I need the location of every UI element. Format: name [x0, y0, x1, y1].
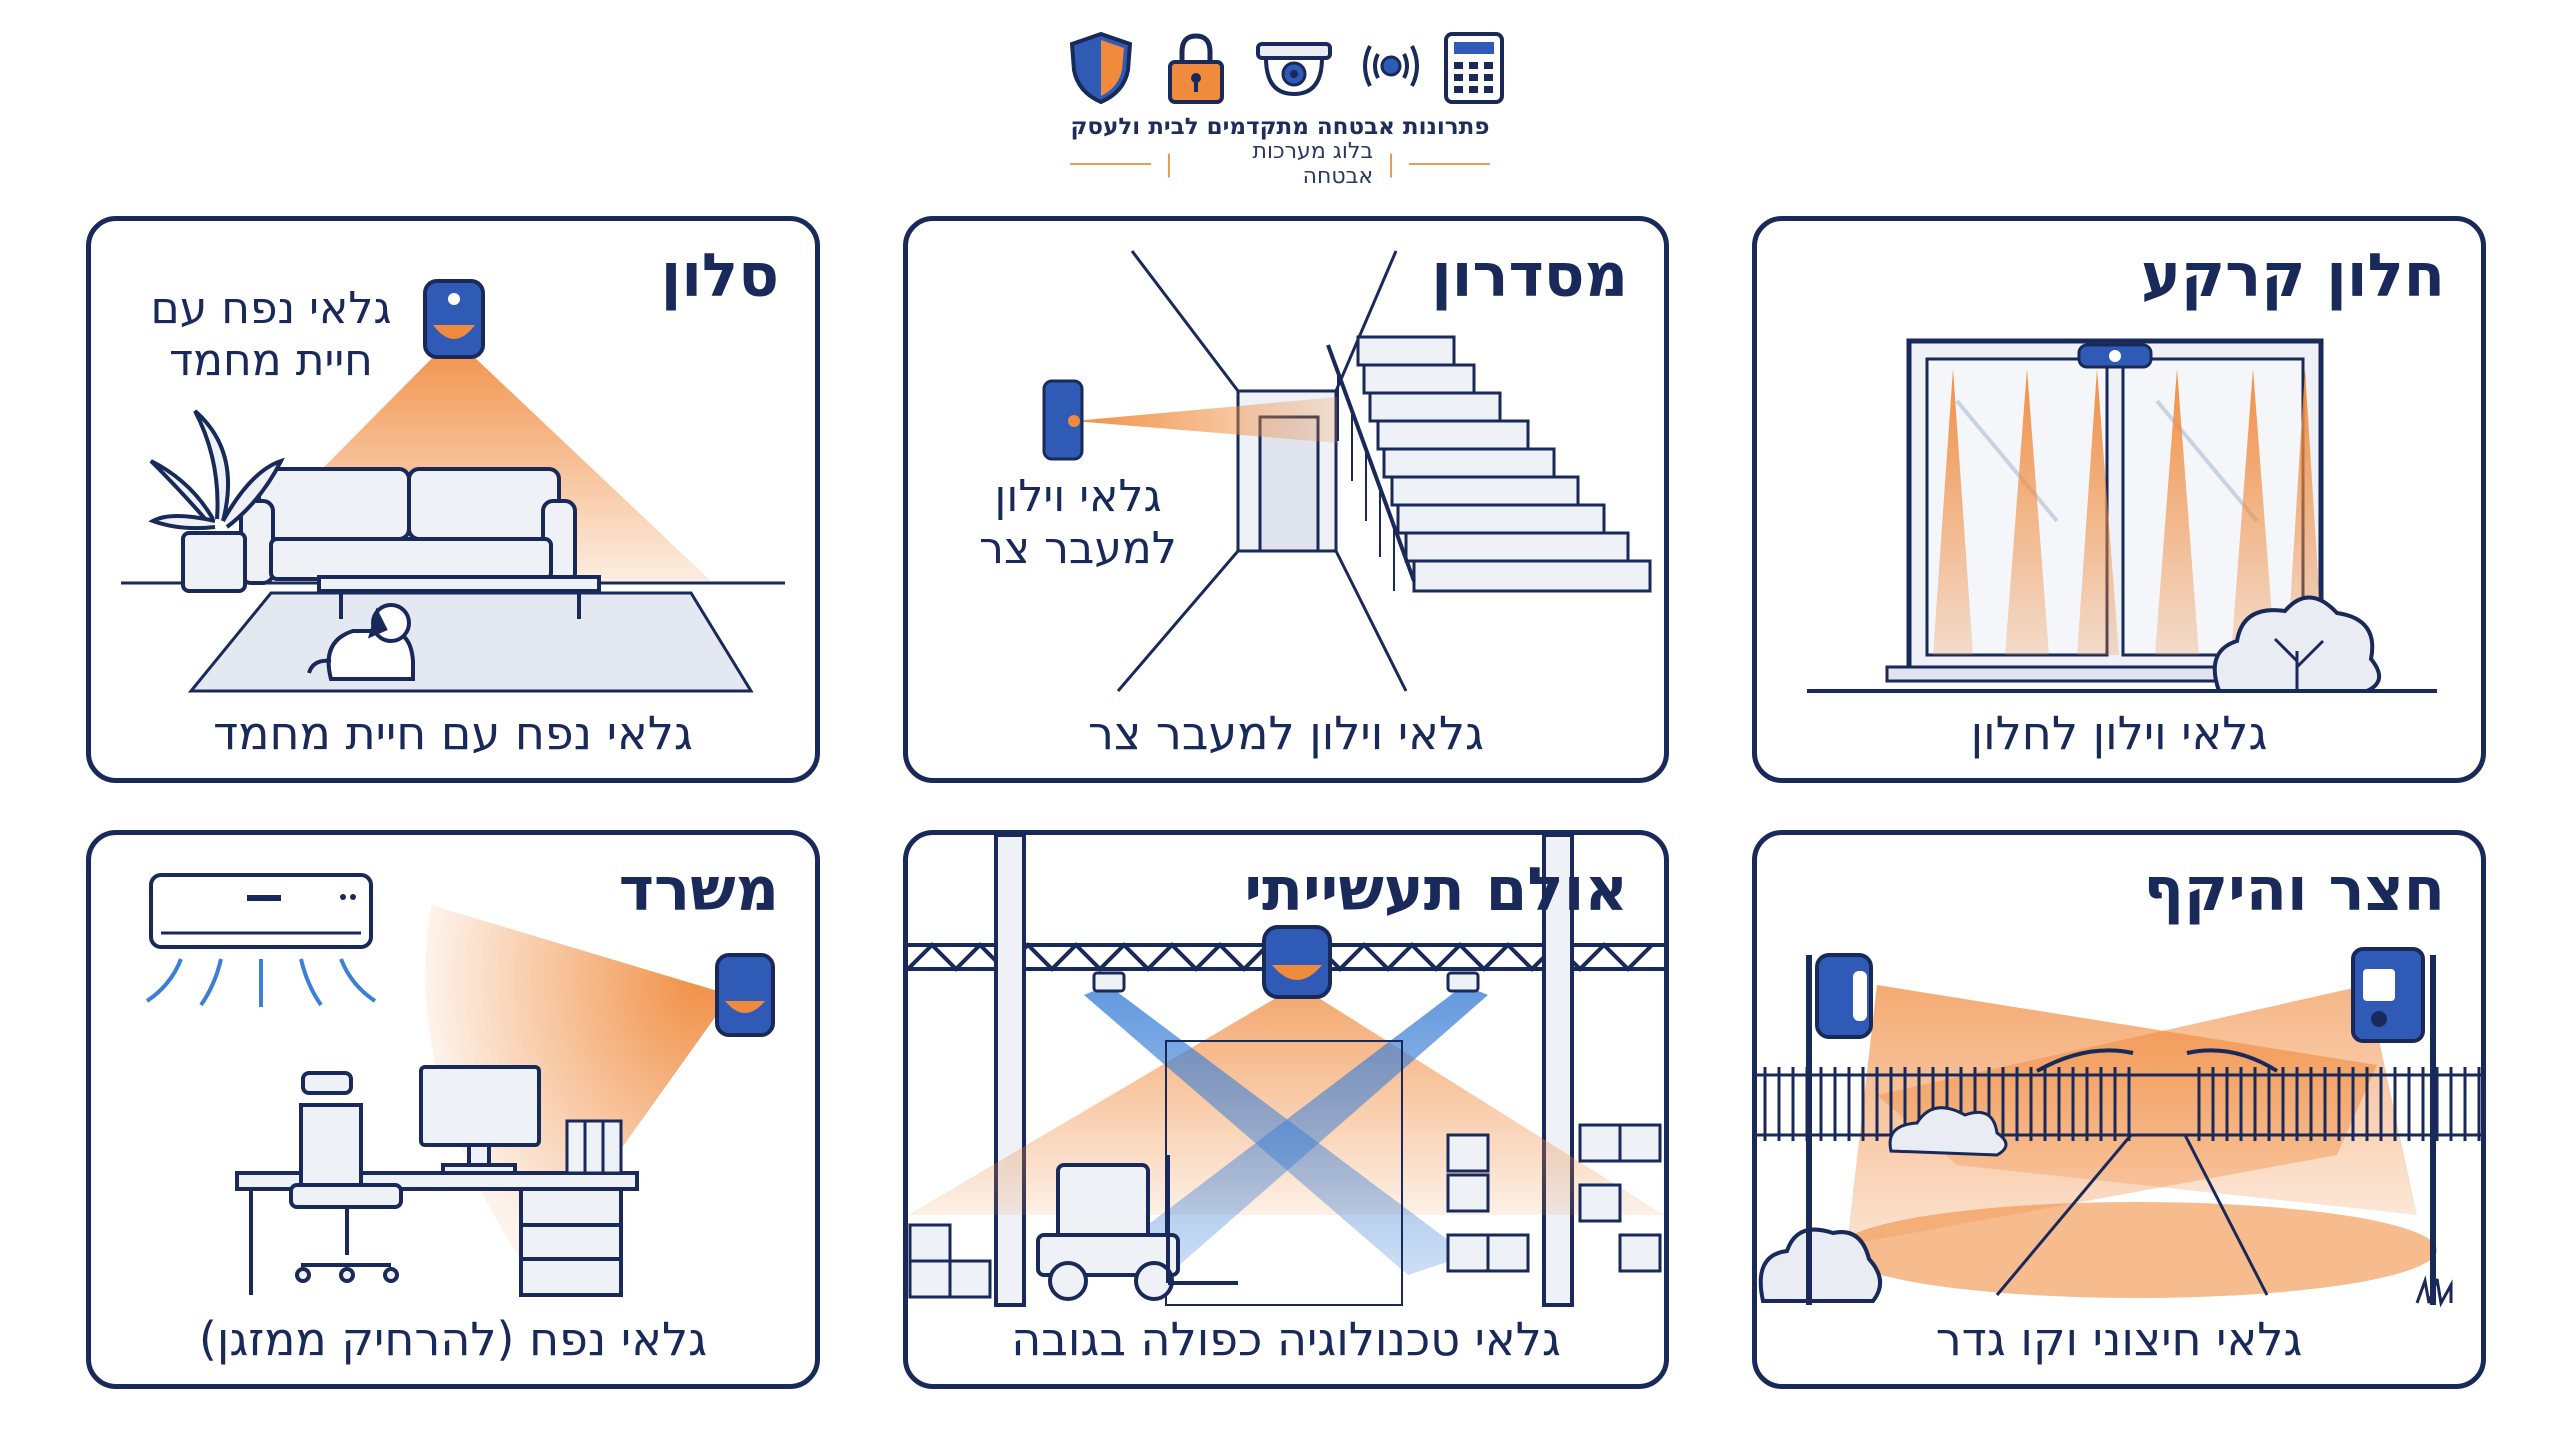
cross-beam-right [1108, 985, 1488, 1275]
office-illustration [145, 873, 775, 1297]
ground-detection-area [1837, 1202, 2437, 1298]
header: פתרונות אבטחה מתקדמים לבית ולעסק | בלוג … [0, 22, 2560, 189]
padlock-icon [1168, 33, 1224, 104]
office-chair-icon [289, 1071, 403, 1283]
air-conditioner-icon [149, 873, 373, 949]
outdoor-beam-right [1877, 985, 2417, 1215]
gate-right [2186, 1048, 2279, 1073]
panel-caption: גלאי נפח עם חיית מחמד [213, 706, 693, 760]
shelving [1446, 1123, 1662, 1273]
steel-column [1542, 835, 1574, 1307]
living-room-illustration [121, 279, 785, 693]
rug [187, 591, 754, 693]
panel-title: משרד [618, 855, 779, 925]
panel-title: חלון קרקע [2140, 241, 2445, 311]
coffee-table [317, 575, 601, 619]
ceiling-detector-icon [1262, 925, 1332, 999]
monitor-icon [419, 1065, 541, 1175]
camera-right-icon [1446, 971, 1480, 993]
curtain-detector-icon [2077, 343, 2153, 369]
header-subtitle: בלוג מערכות אבטחה [1252, 139, 1374, 189]
grass-icon [2415, 1275, 2453, 1308]
plant-icon [148, 409, 285, 593]
dome-camera-icon [1256, 42, 1332, 97]
divider-bar: | [1387, 150, 1396, 178]
divider [1409, 163, 1490, 165]
curtain-beams [1933, 369, 2323, 655]
staircase-icon [1356, 335, 1652, 593]
shrub-icon [1758, 1227, 1882, 1303]
office-detector-icon [715, 953, 775, 1037]
panel-industrial-hall: אולם תעשייתי גלאי טכנולוגיה כפולה בגובה [903, 830, 1669, 1389]
shield-icon [1069, 31, 1133, 105]
detector-note: גלאי נפח עם חיית מחמד [141, 283, 401, 387]
fence-bars [1763, 1067, 2481, 1141]
dog-icon [307, 603, 415, 681]
panel-caption: גלאי וילון לחלון [1970, 706, 2268, 760]
detector-note-line: למעבר צר [979, 523, 1177, 574]
curtain-beam [1074, 397, 1338, 443]
panel-living-room: סלון גלאי נפח עם חיית מחמד גלאי נפח עם ח… [86, 216, 820, 783]
divider [1070, 163, 1151, 165]
airflow-icon [145, 958, 377, 1007]
panel-title: חצר והיקף [2143, 855, 2445, 925]
crates-left [908, 1223, 992, 1299]
handrail [1326, 344, 1416, 582]
wall-detector-icon [1042, 379, 1084, 461]
industrial-hall-illustration [908, 835, 1664, 1307]
steel-column [994, 835, 1026, 1307]
detector-note: גלאי וילון למעבר צר [948, 471, 1208, 575]
gate-left [2036, 1048, 2134, 1073]
panel-title: סלון [660, 241, 779, 311]
panel-title: מסדרון [1431, 241, 1628, 311]
header-subtitle-row: | בלוג מערכות אבטחה | [1070, 139, 1490, 189]
panel-caption: גלאי טכנולוגיה כפולה בגובה [1011, 1312, 1561, 1366]
detector-note-line: חיית מחמד [169, 335, 373, 386]
header-title: פתרונות אבטחה מתקדמים לבית ולעסק [1070, 114, 1490, 140]
sofa-icon [239, 467, 577, 585]
bush-icon [2212, 595, 2381, 693]
detector-note-line: גלאי נפח עם [150, 283, 392, 334]
pet-detector-icon [423, 279, 485, 359]
bush-icon [1888, 1106, 2008, 1157]
forklift-icon [1036, 1155, 1238, 1301]
yard-illustration [1757, 947, 2481, 1308]
panel-floor-window: חלון קרקע גלאי וילון לחלון [1752, 216, 2486, 783]
detector-note-line: גלאי וילון [994, 471, 1162, 522]
camera-left-icon [1092, 971, 1126, 993]
wireless-signal-icon [1363, 45, 1419, 87]
panel-caption: גלאי חיצוני וקו גדר [1935, 1312, 2303, 1366]
corridor-illustration [1042, 250, 1652, 692]
outdoor-detector-right-icon [2351, 947, 2425, 1043]
outdoor-detector-left-icon [1815, 953, 1873, 1039]
panel-corridor: מסדרון גלאי וילון למעבר צר גלאי וילון למ… [903, 216, 1669, 783]
panel-office: משרד גלאי נפח (להרחיק ממזגן) [86, 830, 820, 1389]
panel-title: אולם תעשייתי [1244, 855, 1628, 925]
floor-window-illustration [1807, 338, 2437, 693]
panel-caption: גלאי וילון למעבר צר [1087, 706, 1485, 760]
divider-bar: | [1164, 150, 1173, 178]
keypad-icon [1444, 32, 1504, 104]
panel-caption: גלאי נפח (להרחיק ממזגן) [198, 1312, 708, 1366]
binders-icon [565, 1119, 623, 1175]
header-icons [1066, 30, 1506, 110]
panel-yard: חצר והיקף גלאי חיצוני וקו גדר [1752, 830, 2486, 1389]
